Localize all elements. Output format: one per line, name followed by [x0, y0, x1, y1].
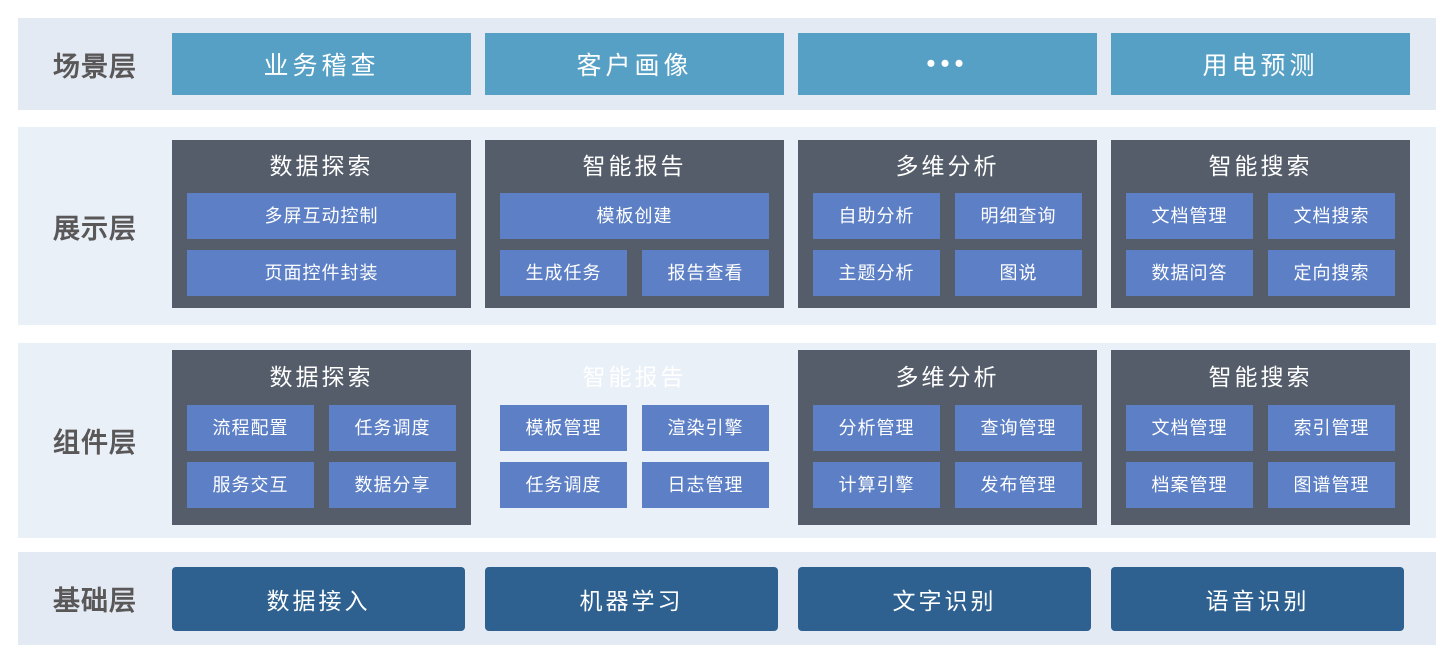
- feature-block-multidim-analysis: 多维分析 分析管理 查询管理 计算引擎 发布管理: [798, 350, 1097, 525]
- feature-block-multidim-analysis: 多维分析 自助分析 明细查询 主题分析 图说: [798, 140, 1097, 308]
- module-box: 模板创建: [500, 193, 769, 239]
- module-box: 计算引擎: [813, 462, 940, 508]
- feature-block-data-explore: 数据探索 流程配置 任务调度 服务交互 数据分享: [172, 350, 471, 525]
- module-box: 档案管理: [1126, 462, 1253, 508]
- module-row: 文档管理 索引管理: [1126, 405, 1395, 451]
- module-row: 主题分析 图说: [813, 250, 1082, 296]
- foundation-layer-band: 基础层 数据接入 机器学习 文字识别 语音识别: [18, 552, 1436, 645]
- presentation-layer-band: 展示层 数据探索 多屏互动控制 页面控件封装 智能报告 模板创建 生成任务: [18, 127, 1436, 325]
- module-box: 流程配置: [187, 405, 314, 451]
- layer-label-component: 组件层: [53, 428, 137, 458]
- foundation-box-data-ingest: 数据接入: [172, 566, 465, 631]
- module-box: 文档管理: [1126, 405, 1253, 451]
- module-row: 计算引擎 发布管理: [813, 462, 1082, 508]
- module-box: 报告查看: [642, 250, 769, 296]
- module-box: 任务调度: [500, 462, 627, 508]
- layer-label-presentation: 展示层: [53, 213, 137, 244]
- module-box: 查询管理: [955, 405, 1082, 451]
- block-title: 数据探索: [269, 365, 374, 390]
- module-row: 自助分析 明细查询: [813, 193, 1082, 239]
- module-row: 服务交互 数据分享: [187, 462, 456, 508]
- module-box: 索引管理: [1268, 405, 1395, 451]
- scenario-box-business-audit: 业务稽查: [172, 33, 471, 95]
- module-row: 流程配置 任务调度: [187, 405, 456, 451]
- module-box: 图谱管理: [1268, 462, 1395, 508]
- scenario-layer-label-zone: 场景层: [18, 18, 172, 110]
- block-title: 多维分析: [895, 365, 1000, 390]
- block-title: 智能报告: [582, 154, 687, 179]
- component-layer-label-zone: 组件层: [18, 343, 172, 538]
- module-row: 页面控件封装: [187, 250, 456, 296]
- module-box: 数据分享: [329, 462, 456, 508]
- foundation-box-speech-recognition: 语音识别: [1111, 566, 1404, 631]
- module-box: 发布管理: [955, 462, 1082, 508]
- component-layer-content: 数据探索 流程配置 任务调度 服务交互 数据分享 智能报告 模板管理 渲染引擎 …: [172, 343, 1436, 538]
- module-box: 日志管理: [642, 462, 769, 508]
- module-box: 文档搜索: [1268, 193, 1395, 239]
- foundation-box-machine-learning: 机器学习: [485, 566, 778, 631]
- module-row: 档案管理 图谱管理: [1126, 462, 1395, 508]
- module-box: 任务调度: [329, 405, 456, 451]
- block-title: 智能报告: [582, 365, 687, 390]
- module-box: 数据问答: [1126, 250, 1253, 296]
- module-box: 明细查询: [955, 193, 1082, 239]
- scenario-layer-band: 场景层 业务稽查 客户画像 ••• 用电预测: [18, 18, 1436, 110]
- layer-label-scenario: 场景层: [53, 51, 137, 82]
- feature-block-data-explore: 数据探索 多屏互动控制 页面控件封装: [172, 140, 471, 308]
- feature-block-smart-search: 智能搜索 文档管理 索引管理 档案管理 图谱管理: [1111, 350, 1410, 525]
- module-row: 模板管理 渲染引擎: [500, 405, 769, 451]
- module-box: 页面控件封装: [187, 250, 456, 296]
- scenario-box-customer-profile: 客户画像: [485, 33, 784, 95]
- module-box: 文档管理: [1126, 193, 1253, 239]
- module-box: 生成任务: [500, 250, 627, 296]
- module-row: 模板创建: [500, 193, 769, 239]
- module-box: 定向搜索: [1268, 250, 1395, 296]
- foundation-layer-content: 数据接入 机器学习 文字识别 语音识别: [172, 552, 1436, 645]
- layer-label-foundation: 基础层: [53, 586, 137, 616]
- module-row: 生成任务 报告查看: [500, 250, 769, 296]
- block-title: 数据探索: [269, 154, 374, 179]
- module-row: 多屏互动控制: [187, 193, 456, 239]
- block-title: 多维分析: [895, 154, 1000, 179]
- module-box: 服务交互: [187, 462, 314, 508]
- feature-block-smart-search: 智能搜索 文档管理 文档搜索 数据问答 定向搜索: [1111, 140, 1410, 308]
- module-box: 渲染引擎: [642, 405, 769, 451]
- foundation-layer-label-zone: 基础层: [18, 552, 172, 645]
- block-title: 智能搜索: [1208, 365, 1313, 390]
- module-box: 主题分析: [813, 250, 940, 296]
- module-row: 分析管理 查询管理: [813, 405, 1082, 451]
- module-box: 图说: [955, 250, 1082, 296]
- scenario-layer-content: 业务稽查 客户画像 ••• 用电预测: [172, 18, 1436, 110]
- module-box: 自助分析: [813, 193, 940, 239]
- module-row: 任务调度 日志管理: [500, 462, 769, 508]
- feature-block-smart-report: 智能报告 模板创建 生成任务 报告查看: [485, 140, 784, 308]
- feature-block-smart-report: 智能报告 模板管理 渲染引擎 任务调度 日志管理: [485, 350, 784, 525]
- module-row: 数据问答 定向搜索: [1126, 250, 1395, 296]
- scenario-box-power-forecast: 用电预测: [1111, 33, 1410, 95]
- component-layer-band: 组件层 数据探索 流程配置 任务调度 服务交互 数据分享 智能报告 模板管理 渲…: [18, 343, 1436, 538]
- module-row: 文档管理 文档搜索: [1126, 193, 1395, 239]
- block-title: 智能搜索: [1208, 154, 1313, 179]
- presentation-layer-label-zone: 展示层: [18, 127, 172, 325]
- foundation-box-ocr: 文字识别: [798, 566, 1091, 631]
- scenario-box-ellipsis: •••: [798, 33, 1097, 95]
- presentation-layer-content: 数据探索 多屏互动控制 页面控件封装 智能报告 模板创建 生成任务 报告查看: [172, 127, 1436, 325]
- module-box: 模板管理: [500, 405, 627, 451]
- module-box: 分析管理: [813, 405, 940, 451]
- module-box: 多屏互动控制: [187, 193, 456, 239]
